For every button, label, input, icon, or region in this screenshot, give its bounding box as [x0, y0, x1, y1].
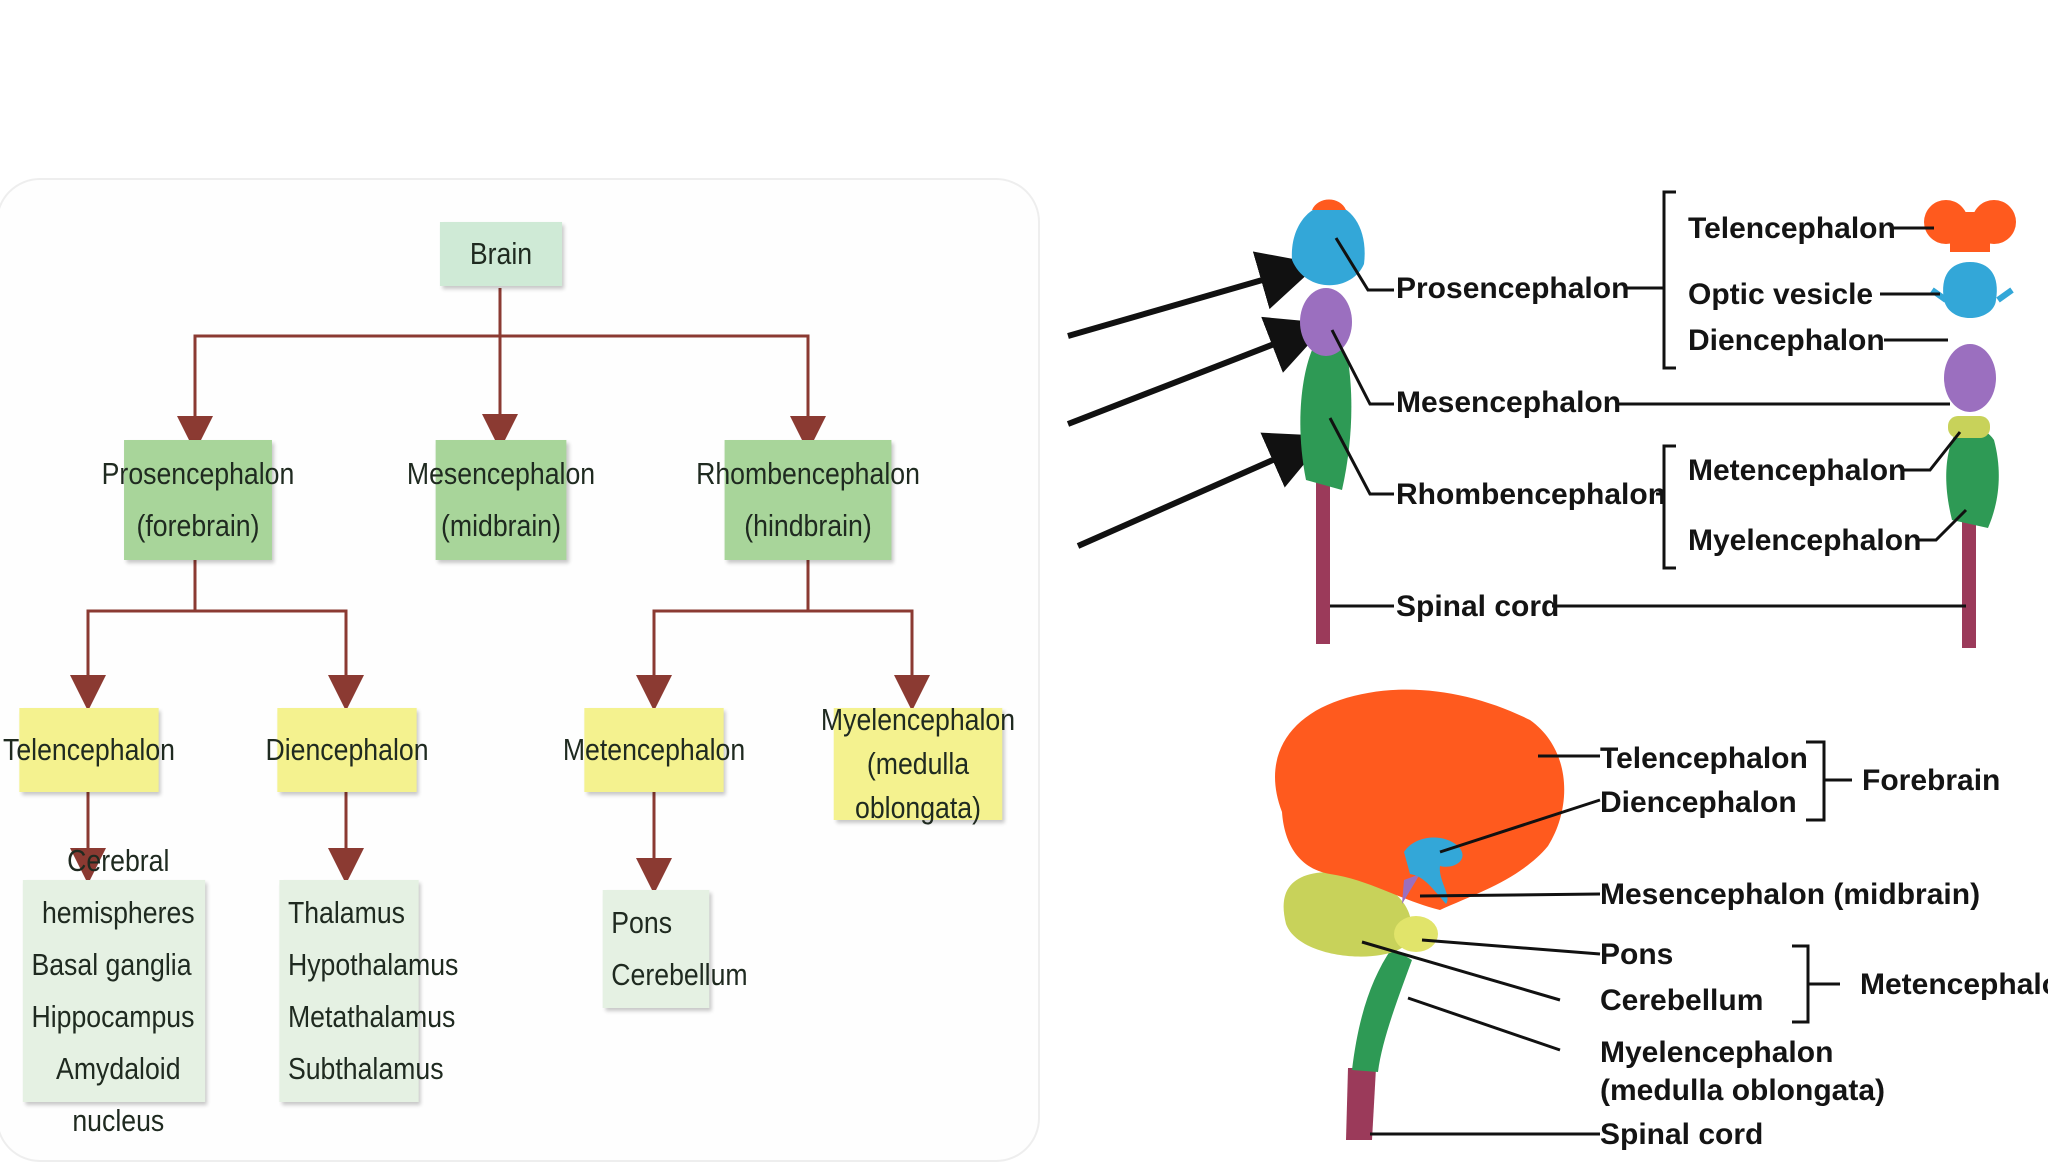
pointer-arrows — [1066, 251, 1328, 549]
label-optic-vesicle: Optic vesicle — [1688, 278, 1873, 311]
label-cerebellum: Cerebellum — [1600, 984, 1763, 1017]
structure-item: Cerebral hemispheres — [41, 843, 195, 930]
adult-brain — [1275, 689, 1565, 1140]
node-label: Prosencephalon — [101, 456, 295, 491]
node-metencephalon: Metencephalon — [563, 708, 745, 792]
label-pons: Pons — [1600, 938, 1673, 971]
structure-item: Basal ganglia — [31, 947, 192, 982]
five-vesicle-tube — [1924, 200, 2016, 648]
label-diencephalon: Diencephalon — [1600, 786, 1797, 819]
node-label: Myelencephalon — [820, 702, 1016, 737]
structure-item: Hippocampus — [31, 999, 195, 1034]
node-brain: Brain — [439, 222, 563, 286]
vesicle-labels: Prosencephalon Mesencephalon Rhombenceph… — [1396, 212, 1921, 623]
label-rhombencephalon: Rhombencephalon — [1396, 478, 1666, 511]
three-vesicle-tube — [1291, 199, 1365, 644]
structures-metencephalon: Pons Cerebellum — [602, 890, 748, 1008]
structure-item: Hypothalamus — [287, 947, 459, 982]
structure-item: Amydaloid nucleus — [56, 1051, 181, 1138]
node-telencephalon: Telencephalon — [3, 708, 175, 792]
node-label: Mesencephalon — [406, 456, 596, 491]
structure-item: Pons — [611, 905, 673, 940]
label-diencephalon: Diencephalon — [1688, 324, 1885, 357]
brain-labels: Telencephalon Diencephalon Mesencephalon… — [1600, 742, 2048, 1151]
node-rhombencephalon: Rhombencephalon (hindbrain) — [696, 440, 920, 560]
label-spinal-cord: Spinal cord — [1396, 590, 1559, 623]
node-note: (medulla oblongata) — [854, 746, 981, 825]
label-prosencephalon: Prosencephalon — [1396, 272, 1629, 305]
label-metencephalon: Metencephalon — [1688, 454, 1906, 487]
vesicle-leaders — [1328, 190, 1968, 608]
node-note: (midbrain) — [441, 508, 561, 543]
structure-item: Metathalamus — [287, 999, 456, 1034]
node-label: Metencephalon — [562, 732, 746, 767]
structure-item: Thalamus — [287, 895, 405, 930]
group-metencephalon: Metencephalo — [1860, 968, 2048, 1001]
node-myelencephalon: Myelencephalon (medulla oblongata) — [821, 702, 1015, 825]
label-spinal-cord: Spinal cord — [1600, 1118, 1763, 1151]
label-myelencephalon: Myelencephalon — [1600, 1036, 1833, 1069]
label-medulla-oblongata: (medulla oblongata) — [1600, 1074, 1885, 1107]
label-myelencephalon: Myelencephalon — [1688, 524, 1921, 557]
node-diencephalon: Diencephalon — [265, 708, 429, 792]
group-forebrain: Forebrain — [1862, 764, 2000, 797]
structures-telencephalon: Cerebral hemispheres Basal ganglia Hippo… — [22, 843, 206, 1138]
node-prosencephalon: Prosencephalon (forebrain) — [102, 440, 294, 560]
node-mesencephalon: Mesencephalon (midbrain) — [407, 440, 595, 560]
label-mesencephalon: Mesencephalon (midbrain) — [1600, 878, 1980, 911]
structure-item: Cerebellum — [611, 957, 748, 992]
node-label: Diencephalon — [265, 732, 429, 767]
brain-leaders — [1361, 740, 1852, 1136]
structure-item: Subthalamus — [287, 1051, 444, 1086]
structures-diencephalon: Thalamus Hypothalamus Metathalamus Subth… — [279, 880, 458, 1102]
node-label: Rhombencephalon — [696, 456, 920, 491]
node-note: (forebrain) — [136, 508, 260, 543]
label-mesencephalon: Mesencephalon — [1396, 386, 1621, 419]
label-telencephalon: Telencephalon — [1600, 742, 1808, 775]
node-note: (hindbrain) — [744, 508, 872, 543]
node-brain-label: Brain — [469, 236, 533, 271]
node-label: Telencephalon — [3, 732, 175, 767]
label-telencephalon: Telencephalon — [1688, 212, 1896, 245]
